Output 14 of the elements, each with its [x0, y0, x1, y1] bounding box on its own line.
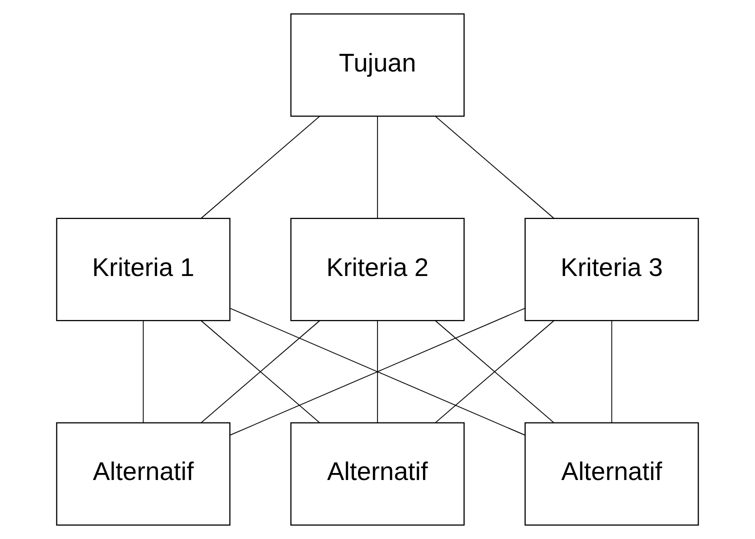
connector — [377, 320, 378, 423]
node-box: Kriteria 3 — [524, 218, 699, 322]
node-box: Tujuan — [290, 13, 465, 117]
connector — [377, 116, 378, 219]
node-box: Alternatif — [524, 422, 699, 526]
connector — [611, 320, 612, 423]
connector — [230, 308, 526, 436]
connector — [142, 320, 144, 423]
connector — [200, 116, 320, 219]
node-box: Kriteria 2 — [290, 218, 465, 322]
node-box: Alternatif — [290, 422, 465, 526]
node-box: Alternatif — [56, 422, 230, 526]
node-box: Kriteria 1 — [56, 218, 230, 322]
connector — [434, 116, 554, 219]
